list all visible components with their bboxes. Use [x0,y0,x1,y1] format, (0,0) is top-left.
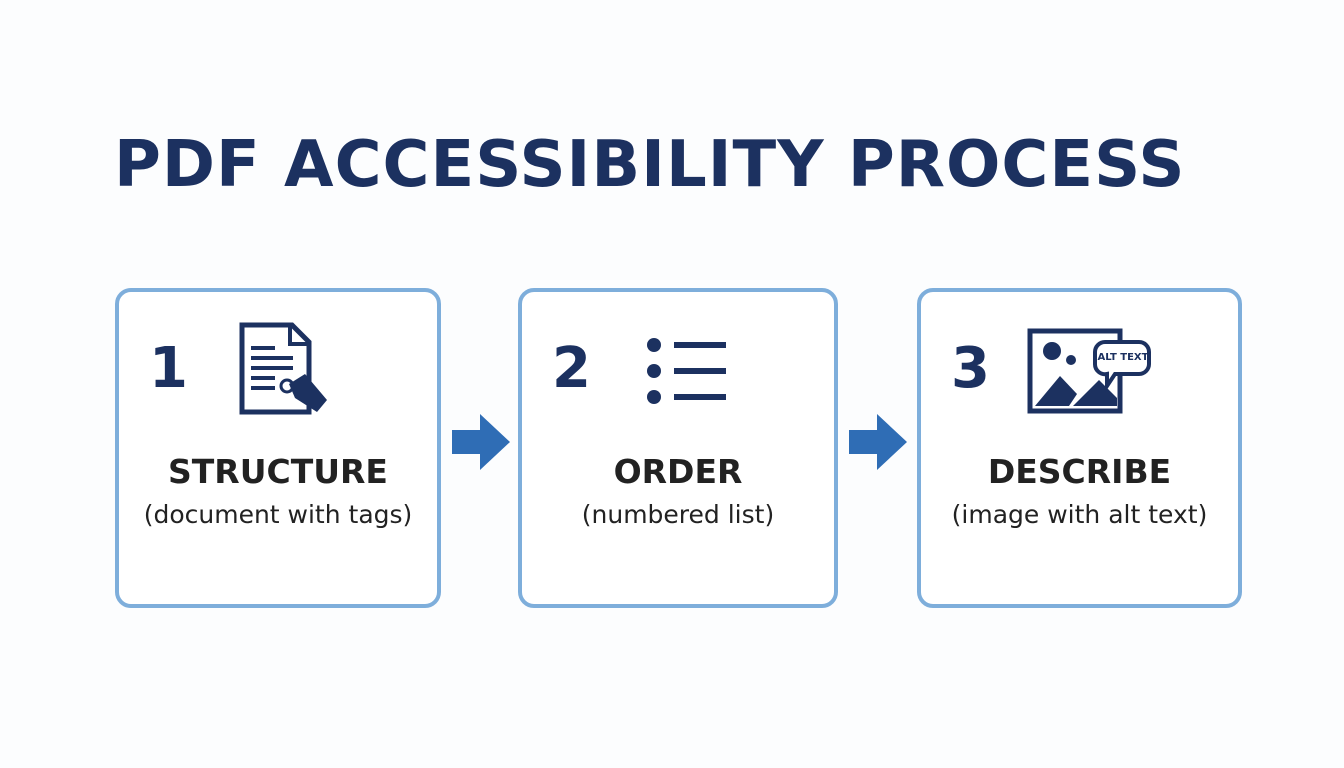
step-label: DESCRIBE [987,452,1172,491]
step-number: 2 [552,336,591,401]
image-alt-text-icon: ALT TEXT [1027,328,1152,416]
step-description: (image with alt text) [951,500,1208,529]
list-icon [647,338,726,404]
page-title: PDF ACCESSIBILITY PROCESS [114,128,1186,202]
arrow-right-icon [849,414,907,470]
document-tag-icon [239,322,327,415]
step-number: 1 [149,336,188,401]
step-label: STRUCTURE [168,452,388,491]
arrow-right-icon [452,414,510,470]
step-card-structure: 1 STRUCTURE (document with tags) [115,288,441,608]
step-card-order: 2 ORDER (numbered list) [518,288,838,608]
step-card-describe: 3 ALT TEXT DESCRIBE (image with alt text… [917,288,1242,608]
step-description: (document with tags) [143,500,413,529]
step-label: ORDER [613,452,743,491]
alt-text-label: ALT TEXT [1097,352,1149,363]
step-number: 3 [951,336,990,401]
step-description: (numbered list) [581,500,775,529]
